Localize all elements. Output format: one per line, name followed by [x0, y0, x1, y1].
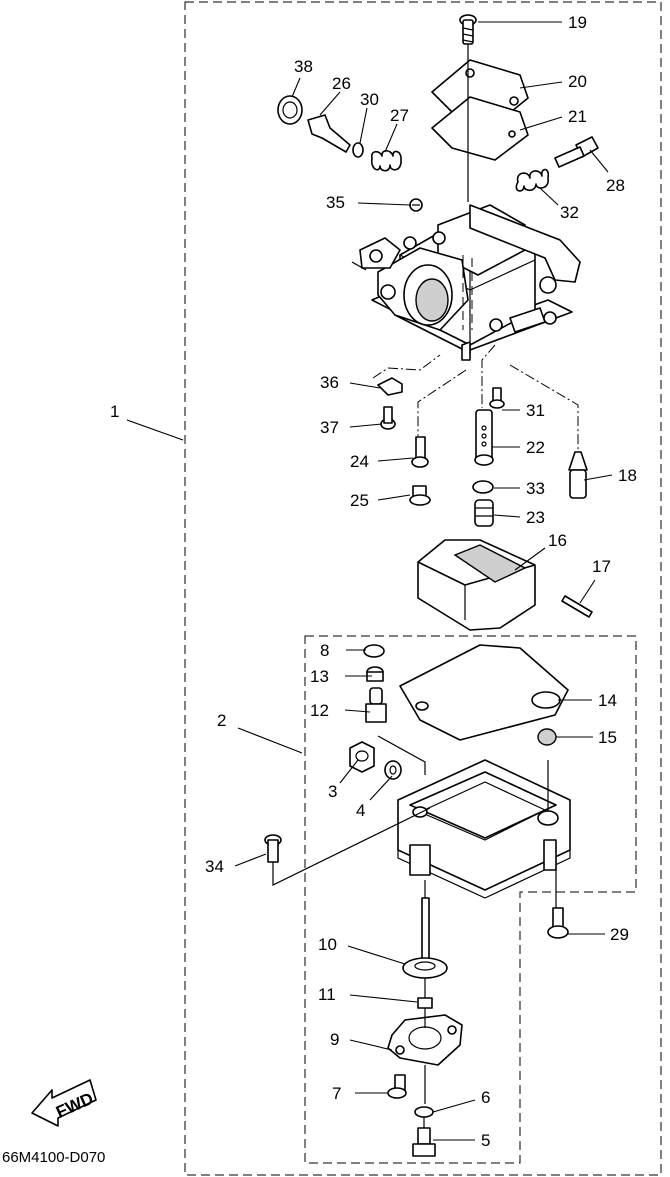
callout-35: 35 [326, 193, 345, 212]
callout-30: 30 [360, 90, 379, 109]
callout-15: 15 [598, 728, 617, 747]
callout-labels: 1 2 3 4 5 6 7 8 9 10 11 12 13 14 15 16 1… [110, 13, 637, 1150]
callout-31: 31 [526, 401, 545, 420]
leader-lines [126, 21, 613, 1141]
callout-38: 38 [294, 57, 313, 76]
part-26-pilot-screw [307, 114, 351, 153]
callout-3: 3 [328, 782, 337, 801]
part-27-spring [370, 149, 402, 172]
callout-22: 22 [526, 438, 545, 457]
callout-12: 12 [310, 701, 329, 720]
callout-19: 19 [568, 13, 587, 32]
callout-14: 14 [598, 691, 617, 710]
part-19-screw [459, 14, 477, 45]
callout-16: 16 [548, 531, 567, 550]
callout-9: 9 [330, 1030, 339, 1049]
callout-2: 2 [217, 711, 226, 730]
part-4-washer [384, 760, 402, 780]
assembly-1-boundary [184, 1, 662, 1176]
callout-5: 5 [481, 1131, 490, 1150]
part-16-float [417, 539, 536, 631]
part-33-o-ring [472, 480, 494, 494]
callout-32: 32 [560, 203, 579, 222]
callout-4: 4 [356, 801, 365, 820]
callout-37: 37 [320, 418, 339, 437]
part-10-diaphragm [402, 897, 448, 979]
part-3-nut [349, 741, 375, 773]
part-18-needle-valve [568, 451, 588, 499]
part-24-jet [411, 436, 429, 468]
callout-17: 17 [592, 557, 611, 576]
part-12-fitting [365, 687, 387, 723]
part-25-plug [409, 485, 431, 506]
part-22-main-nozzle [474, 409, 494, 466]
part-31-screw [489, 387, 505, 409]
part-37-screw [380, 406, 396, 430]
callout-13: 13 [310, 667, 329, 686]
part-9-cover [387, 1014, 463, 1066]
callout-8: 8 [320, 641, 329, 660]
part-8-clip [363, 644, 385, 658]
part-28-screw [554, 136, 599, 168]
callout-28: 28 [606, 176, 625, 195]
callout-36: 36 [320, 373, 339, 392]
callout-20: 20 [568, 72, 587, 91]
part-14-gasket [399, 644, 569, 741]
part-5-plug [412, 1127, 436, 1157]
callout-1: 1 [110, 402, 119, 421]
fwd-arrow-icon: FWD [31, 1079, 97, 1127]
part-2-float-bowl [397, 759, 571, 899]
part-29-screw [547, 907, 569, 939]
callout-29: 29 [610, 925, 629, 944]
callout-11: 11 [318, 985, 336, 1004]
callout-23: 23 [526, 508, 545, 527]
part-7-screw [387, 1074, 407, 1099]
callout-18: 18 [618, 466, 637, 485]
part-17-pin [561, 595, 593, 618]
carburetor-body [351, 204, 581, 361]
assembly-2-boundary [304, 635, 637, 1164]
alignment-lines [272, 44, 579, 1128]
callout-27: 27 [390, 106, 409, 125]
callout-24: 24 [350, 452, 369, 471]
part-36-plate [377, 377, 403, 396]
callout-6: 6 [481, 1088, 490, 1107]
part-13-cap [366, 666, 384, 682]
callout-25: 25 [350, 491, 369, 510]
part-21-gasket [431, 96, 529, 161]
part-11-spring [417, 997, 433, 1009]
callout-33: 33 [526, 479, 545, 498]
callout-21: 21 [568, 107, 587, 126]
part-34-screw [264, 834, 282, 863]
callout-34: 34 [205, 857, 224, 876]
callout-10: 10 [318, 935, 337, 954]
part-23-spacer [474, 499, 494, 527]
part-38-cap [277, 95, 303, 125]
figure-code: 66M4100-D070 [2, 1149, 105, 1166]
part-35-screw [409, 198, 423, 212]
part-15-filter [537, 728, 557, 746]
callout-7: 7 [332, 1084, 341, 1103]
part-6-washer [414, 1106, 434, 1118]
part-30-o-ring [352, 142, 364, 158]
part-32-spring [515, 168, 550, 192]
callout-26: 26 [332, 74, 351, 93]
